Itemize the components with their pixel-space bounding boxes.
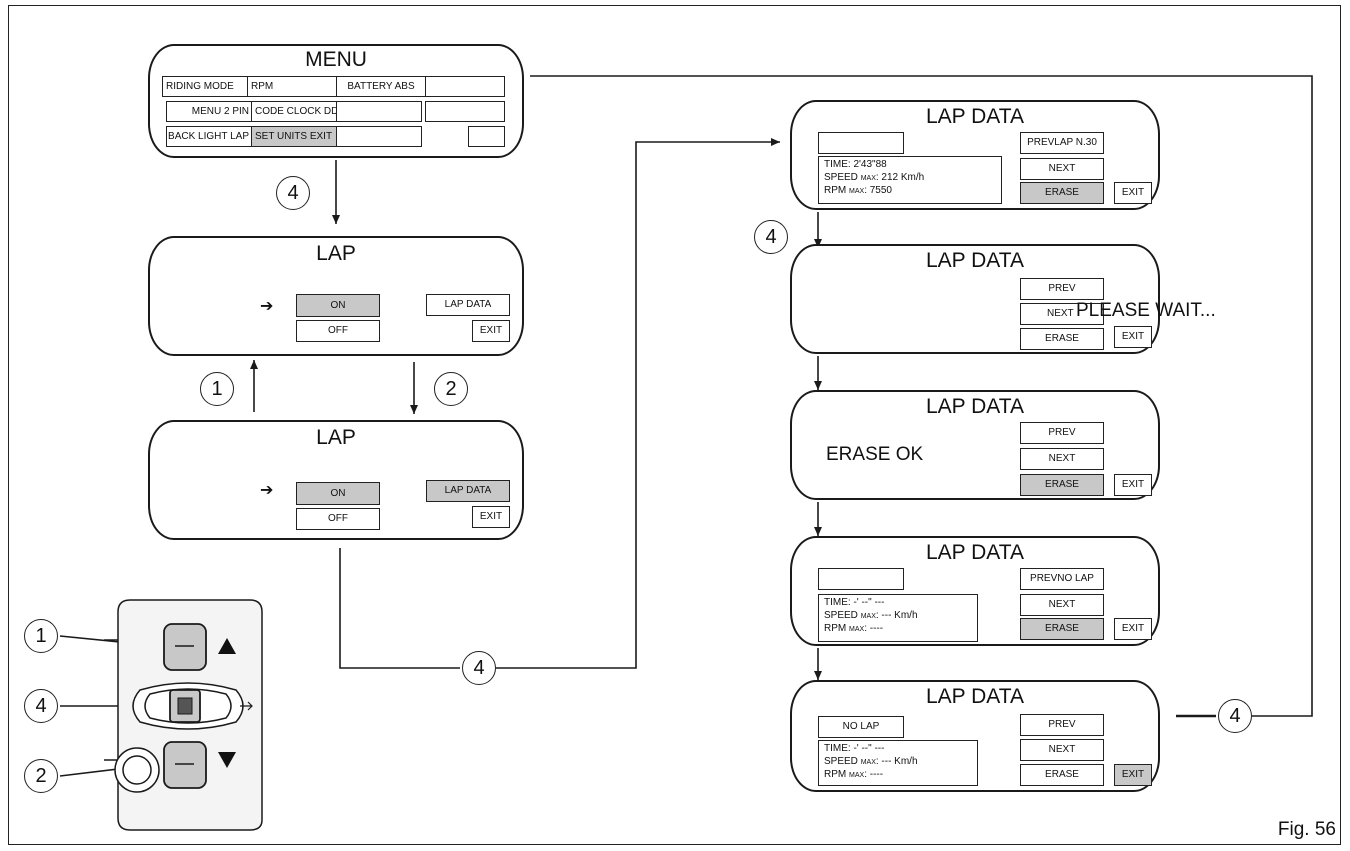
exit-button[interactable]: EXIT xyxy=(1114,474,1152,496)
lap-data-button[interactable]: LAP DATA xyxy=(426,294,510,316)
erase-button[interactable]: ERASE xyxy=(1020,474,1104,496)
selection-arrow-icon: ➔ xyxy=(260,298,274,315)
menu-item[interactable] xyxy=(425,101,505,122)
lap-off-option[interactable]: OFF xyxy=(296,320,380,342)
figure-frame xyxy=(8,5,1341,845)
lap-data-screen: LAP DATA TIME: 2'43"88 SPEED MAX: 212 Km… xyxy=(790,100,1160,210)
step-circle-2: 2 xyxy=(434,372,468,406)
up-button-icon xyxy=(163,623,207,671)
lap-name-box xyxy=(818,132,904,154)
down-button-icon xyxy=(163,741,207,789)
menu-item[interactable] xyxy=(468,126,505,147)
exit-button[interactable]: EXIT xyxy=(1114,182,1152,204)
menu-item[interactable] xyxy=(336,101,422,122)
screen-title: LAP DATA xyxy=(925,249,1025,272)
exit-button[interactable]: EXIT xyxy=(472,320,510,342)
step-circle-2: 2 xyxy=(24,759,58,793)
confirm-button-icon xyxy=(169,689,201,723)
step-circle-4: 4 xyxy=(276,176,310,210)
step-circle-1: 1 xyxy=(24,619,58,653)
screen-title: LAP DATA xyxy=(925,685,1025,708)
erase-button[interactable]: ERASE xyxy=(1020,182,1104,204)
status-message: PLEASE WAIT... xyxy=(1076,300,1216,321)
screen-title: LAP xyxy=(316,242,356,265)
menu-item[interactable]: BACK LIGHT LAP xyxy=(166,126,252,147)
lap-data-screen-exit: LAP DATA NO LAP TIME: -' --" --- SPEED M… xyxy=(790,680,1160,792)
step-circle-1: 1 xyxy=(200,372,234,406)
status-message: ERASE OK xyxy=(826,444,924,465)
lap-stats-panel: TIME: -' --" --- SPEED MAX: --- Km/h RPM… xyxy=(818,740,978,786)
lap-data-screen-wait: LAP DATA PREV NEXT ERASE EXIT PLEASE WAI… xyxy=(790,244,1216,354)
arrow-return-to-menu xyxy=(530,75,1313,717)
lap-data-screen-no-lap: LAP DATA TIME: -' --" --- SPEED MAX: ---… xyxy=(790,536,1160,646)
lap-off-option[interactable]: OFF xyxy=(296,508,380,530)
triangle-up-icon xyxy=(218,638,236,654)
arrow-lap-to-lapdata xyxy=(339,548,460,669)
next-button[interactable]: NEXT xyxy=(1020,739,1104,761)
lap-data-screen-erase-ok: LAP DATA ERASE OK PREV NEXT ERASE EXIT xyxy=(790,390,1160,500)
lap-screen-on-selected: LAP ➔ ON OFF LAP DATA EXIT xyxy=(148,236,524,356)
lap-stats-panel: TIME: 2'43"88 SPEED MAX: 212 Km/h RPM MA… xyxy=(818,156,1002,204)
figure-label: Fig. 56 xyxy=(1277,819,1336,840)
prev-button[interactable]: PREV xyxy=(1020,714,1104,736)
exit-button[interactable]: EXIT xyxy=(1114,618,1152,640)
menu-item[interactable]: MENU 2 PIN xyxy=(166,101,252,122)
next-button[interactable]: NEXT xyxy=(1020,448,1104,470)
arrow-right-icon xyxy=(240,701,253,711)
next-button[interactable]: NEXT xyxy=(1020,303,1104,325)
erase-button[interactable]: ERASE xyxy=(1020,764,1104,786)
step-circle-4: 4 xyxy=(1218,699,1252,733)
prev-button[interactable]: PREV xyxy=(1020,278,1104,300)
erase-button[interactable]: ERASE xyxy=(1020,618,1104,640)
menu-item[interactable] xyxy=(336,126,422,147)
exit-button[interactable]: EXIT xyxy=(1114,764,1152,786)
screen-title: LAP DATA xyxy=(925,105,1025,128)
screen-title: LAP xyxy=(316,426,356,449)
menu-item[interactable] xyxy=(425,76,505,97)
menu-screen: MENU RIDING MODE RPM BATTERY ABS MENU 2 … xyxy=(148,44,524,158)
exit-button[interactable]: EXIT xyxy=(1114,326,1152,348)
lap-on-option[interactable]: ON xyxy=(296,294,380,317)
triangle-down-icon xyxy=(218,752,236,768)
lap-stats-panel: TIME: -' --" --- SPEED MAX: --- Km/h RPM… xyxy=(818,594,978,642)
step-circle-4: 4 xyxy=(24,689,58,723)
next-button[interactable]: NEXT xyxy=(1020,594,1104,616)
step-circle-4: 4 xyxy=(754,220,788,254)
prev-button[interactable]: PREV xyxy=(1020,422,1104,444)
screen-title: MENU xyxy=(305,48,367,71)
selection-arrow-icon: ➔ xyxy=(260,482,274,499)
screen-title: LAP DATA xyxy=(925,541,1025,564)
lap-name-box xyxy=(818,568,904,590)
arrow-lap-to-lapdata-2 xyxy=(496,138,780,669)
erase-button[interactable]: ERASE xyxy=(1020,328,1104,350)
next-button[interactable]: NEXT xyxy=(1020,158,1104,180)
lap-name-box: NO LAP xyxy=(818,716,904,738)
lap-data-button[interactable]: LAP DATA xyxy=(426,480,510,502)
screen-title: LAP DATA xyxy=(925,395,1025,418)
exit-button[interactable]: EXIT xyxy=(472,506,510,528)
lap-on-option[interactable]: ON xyxy=(296,482,380,505)
lap-screen-lapdata-selected: LAP ➔ ON OFF LAP DATA EXIT xyxy=(148,420,524,540)
step-circle-4: 4 xyxy=(462,651,496,685)
